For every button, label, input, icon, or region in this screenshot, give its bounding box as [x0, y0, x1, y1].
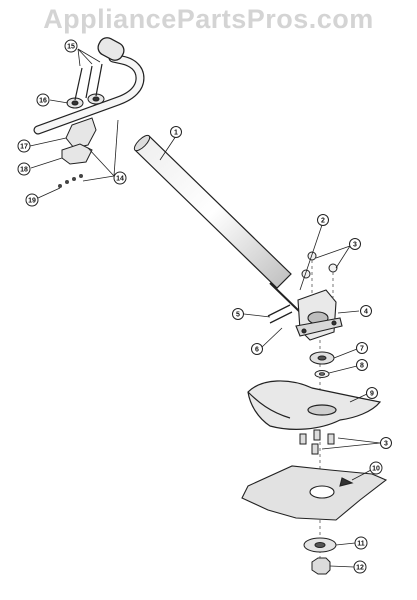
cutting-blade — [241, 465, 388, 521]
blade-guard — [247, 380, 382, 430]
svg-text:7: 7 — [360, 346, 364, 353]
leader-lines — [29, 48, 381, 568]
svg-text:11: 11 — [357, 541, 365, 548]
callout-7: 7 — [356, 342, 368, 354]
svg-text:19: 19 — [28, 198, 36, 205]
svg-text:3: 3 — [353, 242, 357, 249]
svg-text:14: 14 — [116, 176, 124, 183]
svg-text:9: 9 — [370, 391, 374, 398]
svg-text:6: 6 — [255, 347, 259, 354]
callout-9: 9 — [366, 387, 378, 399]
svg-text:17: 17 — [20, 144, 28, 151]
handle-clamp — [61, 93, 105, 165]
bearing — [309, 351, 335, 365]
svg-text:18: 18 — [20, 167, 28, 174]
callout-2: 2 — [317, 214, 329, 226]
head-bolts — [267, 304, 293, 324]
drive-shaft — [133, 134, 301, 313]
svg-text:5: 5 — [236, 312, 240, 319]
callout-6: 6 — [251, 343, 263, 355]
callout-12: 12 — [353, 560, 367, 574]
callout-14: 14 — [113, 171, 127, 185]
svg-text:16: 16 — [39, 98, 47, 105]
svg-text:3: 3 — [384, 441, 388, 448]
svg-text:15: 15 — [67, 44, 75, 51]
svg-text:12: 12 — [356, 565, 364, 572]
svg-text:1: 1 — [174, 130, 178, 137]
handle-bolts — [74, 63, 103, 101]
top-nuts — [301, 251, 338, 279]
svg-text:8: 8 — [360, 363, 364, 370]
callout-11: 11 — [354, 536, 368, 550]
callout-4: 4 — [360, 305, 372, 317]
callout-15: 15 — [64, 39, 78, 53]
handle-bar — [33, 37, 145, 135]
callout-8: 8 — [356, 359, 368, 371]
small-screws — [58, 174, 83, 188]
callout-1: 1 — [170, 126, 182, 138]
blade-hub — [303, 537, 337, 553]
gearbox-head — [295, 289, 343, 341]
callout-3-top: 3 — [349, 238, 361, 250]
blade-bolts — [299, 429, 335, 455]
callout-10: 10 — [369, 461, 383, 475]
callout-18: 18 — [17, 162, 31, 176]
callout-19: 19 — [25, 193, 39, 207]
callout-16: 16 — [36, 93, 50, 107]
callout-3-bottom: 3 — [380, 437, 392, 449]
svg-text:2: 2 — [321, 218, 325, 225]
svg-text:4: 4 — [364, 309, 368, 316]
site-watermark: AppliancePartsPros.com — [43, 4, 374, 34]
washer — [314, 370, 330, 378]
callout-17: 17 — [17, 139, 31, 153]
blade-nut — [311, 557, 331, 575]
callout-5: 5 — [232, 308, 244, 320]
svg-text:10: 10 — [372, 466, 380, 473]
